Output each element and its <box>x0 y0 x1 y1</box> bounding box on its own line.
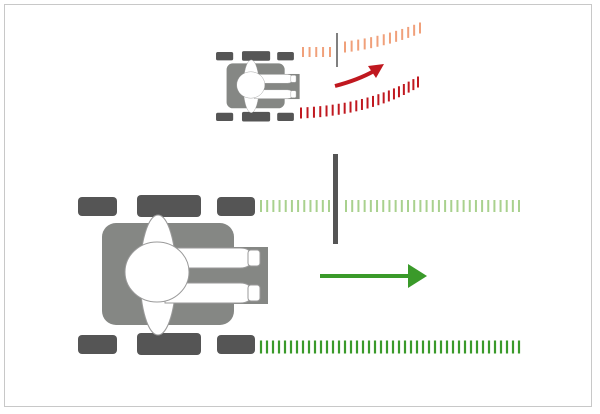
arrow-green-head <box>408 264 427 288</box>
wall-large <box>333 154 338 244</box>
diagram-frame <box>4 4 592 407</box>
arrow-red-head <box>368 64 384 78</box>
sensor-beams <box>259 22 521 354</box>
wheelchair-straight-icon <box>77 194 269 356</box>
arrow-red-curved <box>334 69 375 88</box>
wheelchair-turning-icon <box>215 50 300 122</box>
